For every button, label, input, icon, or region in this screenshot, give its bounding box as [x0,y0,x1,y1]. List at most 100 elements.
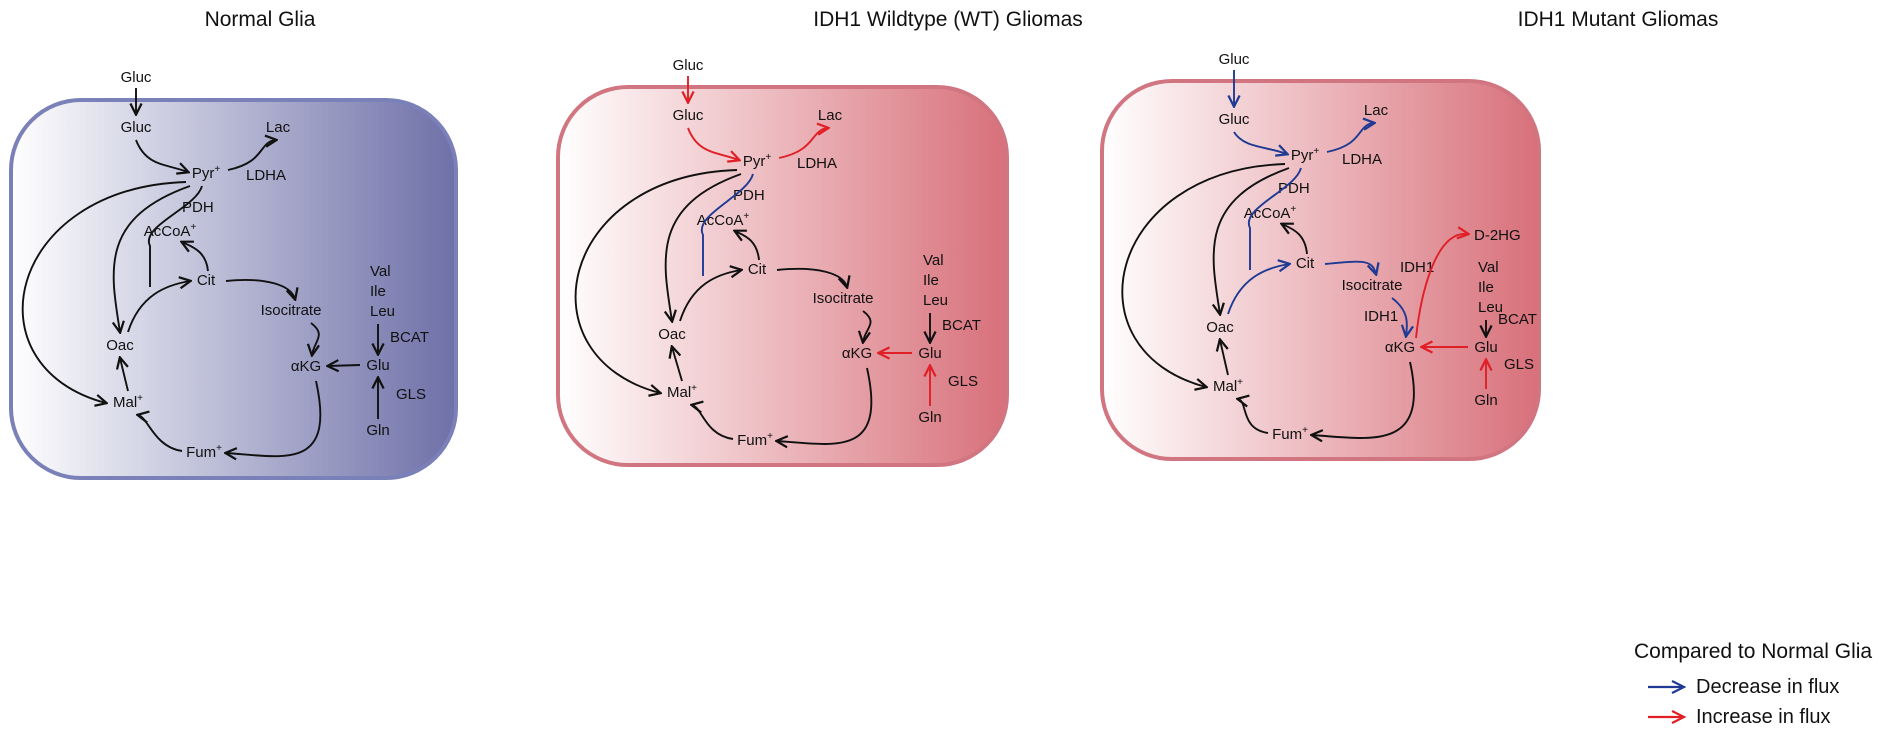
panel-title: IDH1 Wildtype (WT) Gliomas [813,8,1083,31]
label-lac: Lac [1364,102,1389,119]
label-leu: Leu [370,303,395,320]
arrow-cit-isocitrate [1324,260,1376,274]
arrow-glycolysis [1233,131,1287,154]
arrow-glycolysis [135,139,188,172]
arrow-akg-fum [1312,361,1415,438]
arrow-mal-oac [120,358,129,392]
label-cit: Cit [1296,255,1315,272]
pathway-diagram: GlucGlucPyr+LacLDHAPDHAcCoA+CitIsocitrat… [9,69,458,480]
arrow-fum-mal [138,415,183,452]
arrow-pdh [700,173,754,276]
label-leu: Leu [923,292,948,309]
red-arrow-icon [1648,710,1687,724]
label-mal: Mal+ [113,393,143,411]
label-d2hg: D-2HG [1474,227,1521,244]
label-accoa: AcCoA+ [1244,204,1297,222]
label-val: Val [1478,259,1499,276]
label-leu: Leu [1478,299,1503,316]
label-ldha: LDHA [246,167,286,184]
arrow-akg-d2hg [1415,234,1468,339]
pathway-diagram: GlucGlucPyr+LacLDHAPDHAcCoA+CitIsocitrat… [556,57,1009,467]
label-bcat: BCAT [942,317,981,334]
arrow-isocitrate-akg [863,310,872,342]
label-gluc-extracellular: Gluc [673,57,704,74]
arrow-pdh [147,185,203,287]
legend: Compared to Normal Glia Decrease in flux… [1634,640,1902,732]
label-lac: Lac [266,119,291,136]
panel-title: IDH1 Mutant Gliomas [1517,8,1719,31]
label-gluc: Gluc [1219,111,1250,128]
label-gln: Gln [1474,392,1497,409]
arrow-isocitrate-akg [1391,297,1407,336]
pathway-diagram: GlucGlucPyr+LacLDHAPDHAcCoA+CitIsocitrat… [1100,51,1541,461]
label-isocitrate: Isocitrate [261,302,322,319]
label-gluc: Gluc [121,119,152,136]
label-idh1: IDH1 [1364,308,1398,325]
label-pdh: PDH [182,199,214,216]
label-cit: Cit [197,272,216,289]
label-bcat: BCAT [1498,311,1537,328]
label-gls: GLS [948,373,978,390]
label-lac: Lac [818,107,843,124]
label-gluc-extracellular: Gluc [1219,51,1250,68]
label-mal: Mal+ [1213,377,1243,395]
label-gln: Gln [918,409,941,426]
label-oac: Oac [106,337,134,354]
arrow-isocitrate-akg [311,322,319,355]
arrow-akg-fum [777,367,873,444]
arrow-cit-isocitrate [776,267,847,287]
arrow-fum-mal [1238,399,1269,434]
arrow-pyr-oac [1214,167,1290,314]
label-ldha: LDHA [1342,151,1382,168]
legend-increase-label: Increase in flux [1696,705,1831,728]
label-gls: GLS [396,386,426,403]
label-val: Val [370,263,391,280]
label-pdh: PDH [1278,180,1310,197]
label-gls: GLS [1504,356,1534,373]
blue-arrow-icon [1648,680,1687,694]
label-akg: αKG [842,345,872,362]
label-fum: Fum+ [737,431,773,449]
label-fum: Fum+ [1272,425,1308,443]
label-idh1: IDH1 [1400,259,1434,276]
arrow-cit-accoa [1282,224,1308,255]
label-mal: Mal+ [667,383,697,401]
arrow-akg-fum [226,380,322,456]
label-cit: Cit [748,261,767,278]
arrow-pyr-mal [1121,163,1286,387]
arrow-fum-mal [692,405,734,440]
label-bcat: BCAT [390,329,429,346]
label-ldha: LDHA [797,155,837,172]
arrow-pdh [1247,167,1302,270]
label-oac: Oac [1206,319,1234,336]
label-isocitrate: Isocitrate [1342,277,1403,294]
arrow-ldha [778,128,828,159]
arrow-cit-isocitrate [225,279,295,299]
label-pyr: Pyr+ [1291,146,1320,164]
label-glu: Glu [1474,339,1497,356]
label-gln: Gln [366,422,389,439]
arrow-pyr-oac [666,173,742,321]
label-ile: Ile [923,272,939,289]
label-ile: Ile [370,283,386,300]
label-fum: Fum+ [186,443,222,461]
arrow-oac-cit [127,281,190,333]
label-ile: Ile [1478,279,1494,296]
label-glu: Glu [366,357,389,374]
legend-decrease: Decrease in flux [1634,672,1902,702]
arrow-cit-accoa [182,242,209,272]
label-glu: Glu [918,345,941,362]
arrow-cit-accoa [735,231,760,261]
arrow-ldha [1326,123,1374,153]
arrow-pyr-oac [114,185,191,332]
arrow-mal-oac [672,347,683,382]
arrow-glu-akg [328,365,361,366]
arrow-ldha [227,140,276,171]
label-val: Val [923,252,944,269]
arrow-pyr-mal [21,181,187,403]
panel-title: Normal Glia [204,8,316,31]
label-oac: Oac [658,326,686,343]
